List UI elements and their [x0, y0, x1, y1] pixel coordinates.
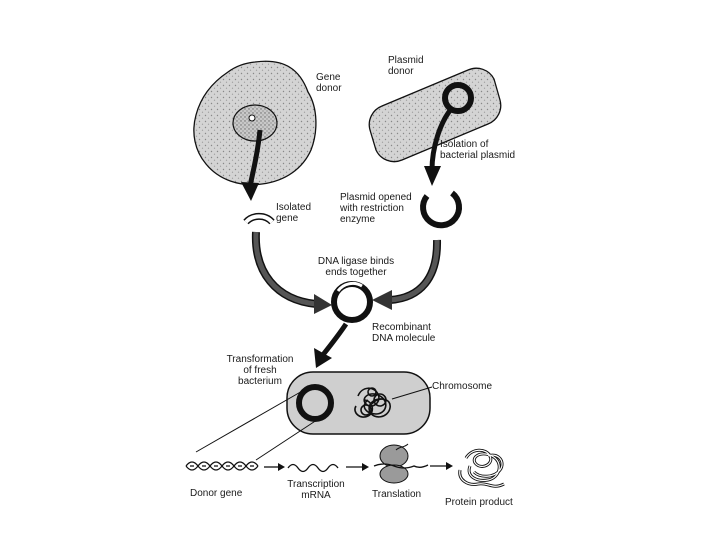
mrna-strand: [287, 463, 339, 473]
inserted-plasmid: [296, 384, 334, 422]
arrow-to-protein: [430, 462, 453, 470]
arrow-transformation: [314, 322, 349, 368]
recombinant-plasmid: [331, 281, 373, 323]
label-recombinant: Recombinant DNA molecule: [372, 322, 436, 344]
plasmid-ring: [442, 82, 474, 114]
fresh-bacterium: [286, 371, 431, 435]
arrow-to-mrna: [264, 463, 285, 471]
chromosome-leader: [391, 386, 433, 400]
label-plasmid-opened: Plasmid opened with restriction enzyme: [340, 192, 412, 225]
cell-nucleus: [232, 104, 278, 142]
arrow-plasmid-to-ligase: [372, 239, 442, 310]
arrow-gene-to-ligase: [251, 231, 332, 314]
label-protein-product: Protein product: [445, 497, 513, 508]
label-isolation-plasmid: Isolation of bacterial plasmid: [440, 139, 516, 161]
chromosome-tangle: [354, 387, 391, 418]
label-plasmid-donor: Plasmid donor: [388, 55, 424, 77]
plasmid-donor-bacterium: [368, 67, 502, 163]
label-chromosome: Chromosome: [432, 381, 493, 392]
arrow-plasmid-isolation: [424, 106, 454, 186]
arrow-gene-isolation: [241, 129, 263, 201]
label-dna-ligase: DNA ligase binds ends together: [317, 256, 395, 278]
label-isolated-gene: Isolated gene: [276, 202, 312, 224]
ribosome: [373, 443, 429, 484]
label-transformation: Transformation of fresh bacterium: [226, 354, 294, 387]
donor-gene-helix: [185, 461, 259, 471]
arrow-to-translation: [346, 463, 369, 471]
label-gene-donor: Gene donor: [316, 72, 342, 94]
label-donor-gene: Donor gene: [190, 488, 243, 499]
label-transcription: Transcription mRNA: [287, 479, 345, 501]
zoom-line-right: [255, 413, 327, 461]
gene-donor-cell: [193, 60, 317, 186]
zoom-line-left: [195, 389, 305, 453]
opened-plasmid: [420, 190, 463, 229]
label-translation: Translation: [372, 489, 422, 500]
